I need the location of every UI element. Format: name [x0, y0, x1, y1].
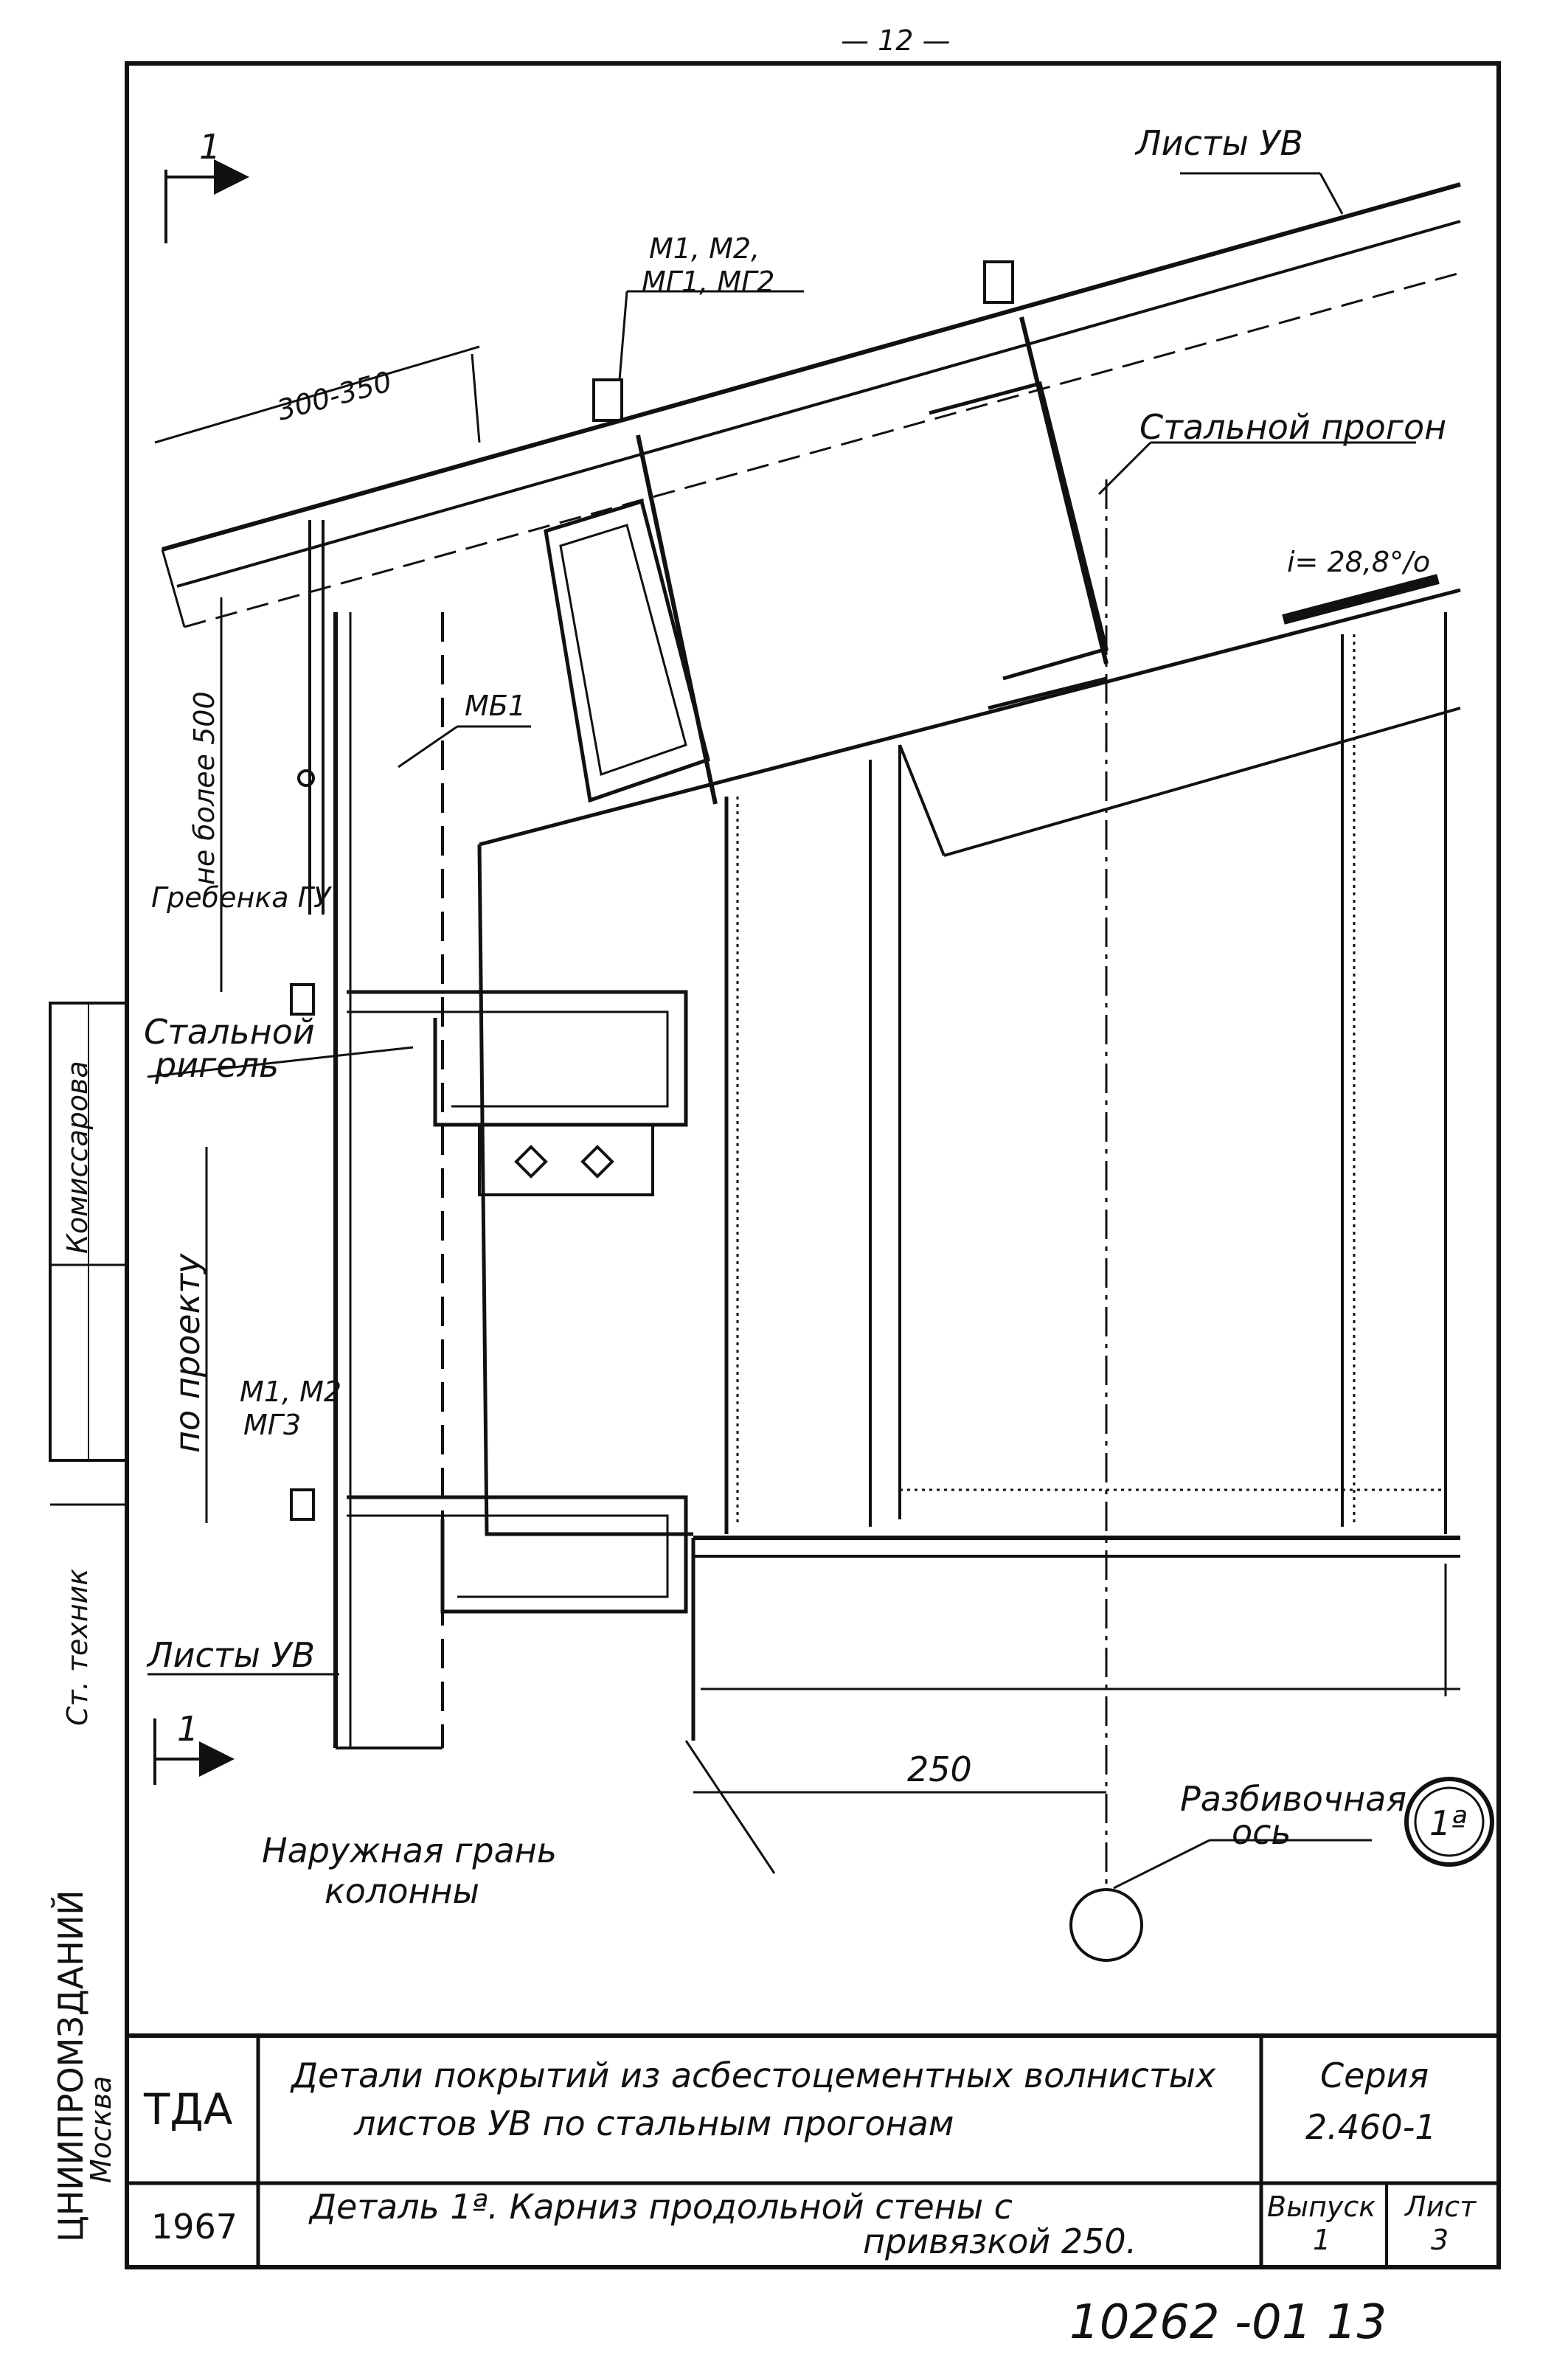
stamp-role2: Комиссарова — [61, 1061, 94, 1254]
lower-slope — [479, 574, 1461, 857]
label-sheets-bottom: Листы УВ — [146, 1635, 315, 1675]
archive-number: 10262 -01 13 — [1069, 2295, 1387, 2350]
issue-label: Выпуск — [1267, 2191, 1376, 2223]
axis-circle — [1069, 1888, 1143, 1962]
crossbar-lower — [290, 1488, 688, 1614]
sheet-label: Лист — [1404, 2191, 1477, 2223]
section-mark-bottom: 1 — [177, 1709, 198, 1749]
title-year: 1967 — [151, 2207, 237, 2247]
detail-line2: привязкой 250. — [863, 2221, 1137, 2261]
label-fasteners-top2: МГ1, МГ2 — [642, 266, 774, 298]
label-fasteners-bottom2: МГ3 — [243, 1409, 301, 1441]
series-label: Серия — [1320, 2056, 1429, 2095]
label-sheets-top: Листы УВ — [1134, 123, 1303, 163]
label-steel-purlin: Стальной прогон — [1139, 407, 1446, 447]
roof-sheets — [161, 182, 1461, 628]
page-number: — 12 — — [841, 24, 951, 57]
sheet-value: 3 — [1431, 2224, 1449, 2256]
label-outer-face-1: Наружная грань — [262, 1831, 557, 1870]
label-not-more-500: не более 500 — [188, 691, 221, 885]
label-fasteners-bottom: М1, М2 — [240, 1376, 341, 1408]
label-outer-face-2: колонны — [325, 1871, 479, 1911]
detail-mark: 1ª — [1429, 1803, 1467, 1843]
label-axis-1: Разбивочная — [1180, 1779, 1406, 1819]
wall-panel — [477, 612, 1460, 1741]
label-fasteners-top: М1, М2, — [649, 232, 760, 265]
column — [297, 520, 444, 1749]
label-axis-2: ось — [1232, 1812, 1291, 1852]
title-line2: листов УВ по стальным прогонам — [353, 2103, 954, 2143]
leader-lines — [147, 172, 1416, 1890]
purlin-left — [544, 378, 718, 805]
stamp-org: ЦНИИПРОМЗДАНИЙ — [51, 1890, 91, 2242]
side-stamp: Ст. техник Комиссарова ЦНИИПРОМЗДАНИЙ Мо… — [49, 1002, 128, 2242]
crossbar-upper — [290, 983, 688, 1196]
label-steel-crossbar-2: ригель — [154, 1045, 279, 1085]
label-mb1: МБ1 — [465, 690, 526, 722]
label-dim-300-350: 300-350 — [274, 365, 395, 427]
title-org: ТДА — [143, 2084, 233, 2134]
label-by-project: по проекту — [167, 1253, 207, 1453]
label-steel-crossbar-1: Стальной — [144, 1012, 315, 1052]
stamp-role1: Ст. техник — [61, 1569, 94, 1726]
title-block: ТДА Детали покрытий из асбестоцементных … — [127, 2033, 1499, 2267]
detail-mark-circle — [1404, 1777, 1494, 1867]
title-line1: Детали покрытий из асбестоцементных волн… — [290, 2056, 1216, 2095]
series-value: 2.460-1 — [1305, 2107, 1437, 2147]
stamp-city: Москва — [85, 2075, 117, 2183]
issue-value: 1 — [1313, 2224, 1331, 2256]
section-marks: 1 1 — [153, 127, 249, 1785]
detail-line1: Деталь 1ª. Карниз продольной стены с — [308, 2187, 1013, 2227]
label-comb: Гребенка ГУ — [151, 881, 333, 914]
label-dim-250: 250 — [907, 1749, 972, 1789]
purlin-right — [929, 260, 1109, 710]
label-slope: i= 28,8°/o — [1287, 546, 1430, 578]
section-mark-top: 1 — [199, 127, 221, 167]
dimensions — [154, 345, 1460, 1888]
